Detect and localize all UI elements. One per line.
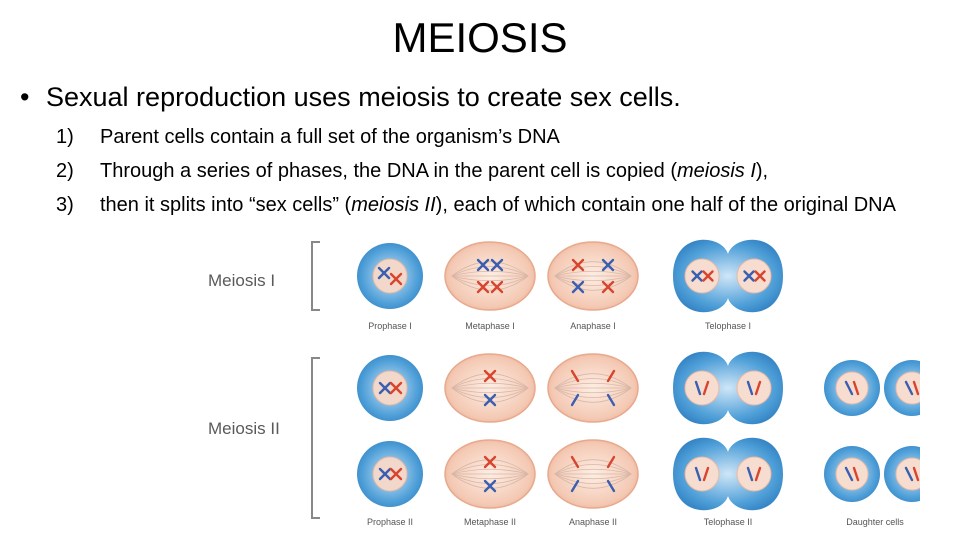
phase-caption: Anaphase II — [569, 517, 617, 527]
daughter-cell — [824, 360, 880, 416]
list-text-part: ), — [756, 160, 768, 182]
list-item: 2) Through a series of phases, the DNA i… — [56, 158, 936, 184]
list-text-italic: meiosis II — [351, 194, 435, 216]
meiosis-i-bracket — [312, 242, 320, 310]
nucleus — [373, 259, 407, 293]
nucleus — [737, 457, 771, 491]
meiosis-ii-label: Meiosis II — [208, 419, 280, 438]
list-text: Parent cells contain a full set of the o… — [100, 124, 936, 150]
list-number: 1) — [56, 124, 100, 150]
numbered-list: 1) Parent cells contain a full set of th… — [56, 124, 936, 226]
telophase-ii-cell — [673, 438, 783, 510]
nucleus — [373, 371, 407, 405]
anaphase-i-cell — [548, 242, 638, 310]
list-item: 3) then it splits into “sex cells” (meio… — [56, 192, 936, 218]
meiosis-diagram: Meiosis I Meiosis II Prophase I Metaphase… — [200, 236, 920, 536]
nucleus — [737, 371, 771, 405]
meiosis-i-label: Meiosis I — [208, 271, 275, 290]
nucleus — [685, 457, 719, 491]
daughter-cell — [824, 446, 880, 502]
phase-caption: Prophase II — [367, 517, 413, 527]
list-text-part: Through a series of phases, the DNA in t… — [100, 160, 677, 182]
nucleus — [685, 371, 719, 405]
list-text-part: then it splits into “sex cells” ( — [100, 194, 351, 216]
list-text: then it splits into “sex cells” (meiosis… — [100, 192, 936, 218]
anaphase-ii-cell — [548, 354, 638, 422]
list-text-part: ), each of which contain one half of the… — [436, 194, 896, 216]
nucleus — [737, 259, 771, 293]
phase-caption: Metaphase II — [464, 517, 516, 527]
list-item: 1) Parent cells contain a full set of th… — [56, 124, 936, 150]
nucleus — [836, 458, 868, 490]
prophase-ii-cell — [357, 441, 423, 507]
daughter-cell — [884, 446, 920, 502]
daughter-cell — [884, 360, 920, 416]
phase-caption: Telophase I — [705, 321, 751, 331]
telophase-i-cell — [673, 240, 783, 312]
main-bullet: •Sexual reproduction uses meiosis to cre… — [20, 80, 681, 114]
nucleus — [685, 259, 719, 293]
metaphase-i-cell — [445, 242, 535, 310]
main-bullet-text: Sexual reproduction uses meiosis to crea… — [46, 82, 681, 112]
prophase-i-cell — [357, 243, 423, 309]
phase-caption: Anaphase I — [570, 321, 616, 331]
bullet-dot: • — [20, 80, 46, 114]
phase-caption: Daughter cells — [846, 517, 904, 527]
phase-caption: Telophase II — [704, 517, 753, 527]
phase-caption: Metaphase I — [465, 321, 515, 331]
list-number: 3) — [56, 192, 100, 218]
metaphase-ii-cell — [445, 440, 535, 508]
telophase-ii-cell — [673, 352, 783, 424]
nucleus — [373, 457, 407, 491]
nucleus — [836, 372, 868, 404]
anaphase-ii-cell — [548, 440, 638, 508]
slide-title: MEIOSIS — [0, 14, 960, 62]
metaphase-ii-cell — [445, 354, 535, 422]
meiosis-ii-bracket — [312, 358, 320, 518]
list-text: Through a series of phases, the DNA in t… — [100, 158, 936, 184]
list-text-italic: meiosis I — [677, 160, 756, 182]
prophase-ii-cell — [357, 355, 423, 421]
phase-caption: Prophase I — [368, 321, 412, 331]
list-text-part: Parent cells contain a full set of the o… — [100, 126, 560, 148]
list-number: 2) — [56, 158, 100, 184]
